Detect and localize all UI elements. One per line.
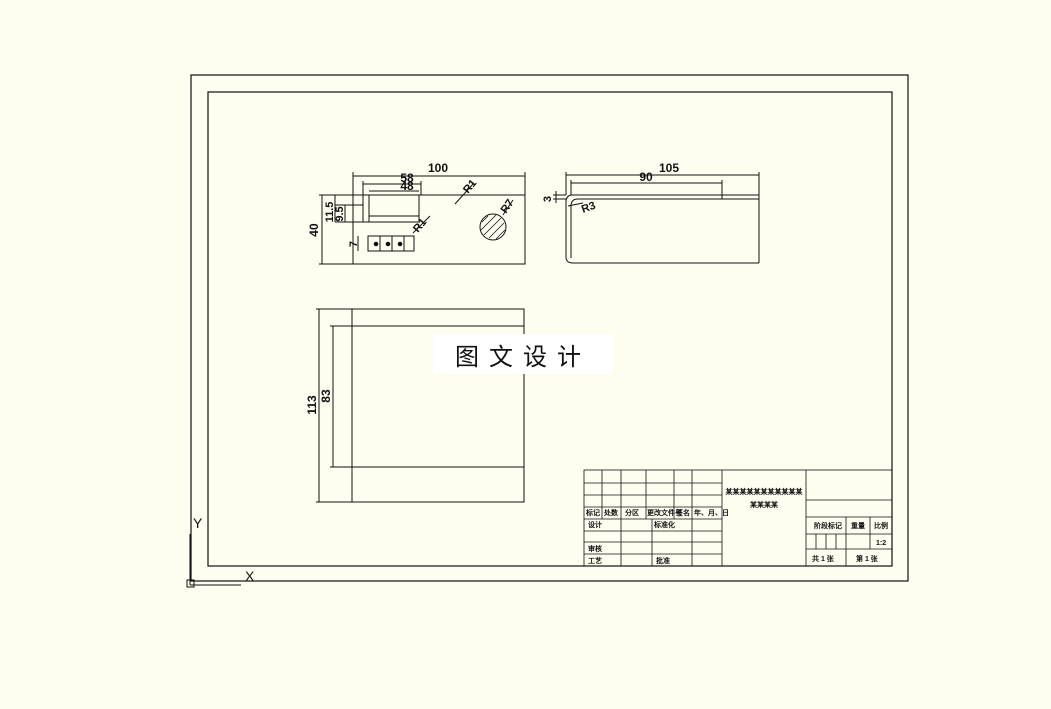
title-block-craft: 工艺 bbox=[588, 556, 602, 565]
title-block-standard: 标准化 bbox=[653, 520, 675, 529]
dim-side-thickness: 3 bbox=[542, 196, 554, 202]
title-block-header-1: 标记 bbox=[585, 508, 600, 517]
axis-x-label: X bbox=[245, 568, 255, 584]
plan-view-outline bbox=[351, 308, 525, 503]
title-block-header-4: 更改文件号 bbox=[647, 508, 682, 517]
outer-border bbox=[190, 74, 909, 582]
dim-top-overall: 100 bbox=[428, 161, 448, 175]
dim-side-radius: R3 bbox=[580, 200, 597, 216]
title-block-header-2: 处数 bbox=[603, 508, 619, 517]
dim-top-radius-hole: R7 bbox=[499, 197, 517, 215]
title-block bbox=[583, 469, 893, 567]
title-block-weight: 重量 bbox=[851, 521, 865, 530]
title-block-review: 审核 bbox=[588, 544, 602, 553]
inner-border bbox=[207, 91, 893, 567]
dim-side-inner: 90 bbox=[639, 170, 653, 184]
title-block-header-6: 年、月、日 bbox=[694, 508, 729, 517]
dim-side-overall: 105 bbox=[659, 161, 679, 175]
title-block-design: 设计 bbox=[588, 520, 602, 529]
side-view bbox=[553, 172, 760, 264]
title-block-header-3: 分区 bbox=[625, 508, 639, 517]
watermark-label: 图文设计 bbox=[433, 334, 613, 374]
dim-top-inner-b: 48 bbox=[400, 179, 414, 193]
side-view-outline bbox=[565, 194, 759, 264]
dim-top-radius-top: R1 bbox=[461, 177, 479, 195]
drawing-title-line-2: 某某某某 bbox=[749, 500, 779, 509]
dim-top-height: 40 bbox=[307, 223, 321, 237]
dim-plan-inner: 83 bbox=[319, 389, 333, 403]
top-view-outline bbox=[352, 194, 526, 265]
title-block-stage: 阶段标记 bbox=[814, 521, 842, 530]
title-block-header-5: 签名 bbox=[675, 508, 690, 517]
plan-view bbox=[316, 308, 525, 503]
dim-plan-outer: 113 bbox=[305, 395, 319, 415]
dim-top-inner-a: 58 bbox=[400, 171, 414, 185]
top-view-round-hole bbox=[479, 213, 507, 241]
title-block-approve: 批准 bbox=[656, 556, 670, 565]
ucs-axis-icon bbox=[186, 534, 241, 588]
top-view-slot bbox=[362, 194, 420, 223]
dim-top-vertical-a: 11.5 bbox=[324, 202, 336, 223]
axis-y-label: Y bbox=[193, 515, 203, 531]
title-block-sheet-number: 第 1 张 bbox=[856, 554, 879, 563]
drawing-title-line-1: 某某某某某某某某某某某 bbox=[725, 487, 804, 496]
title-block-scale-value: 1:2 bbox=[876, 540, 886, 547]
top-view bbox=[319, 172, 526, 265]
dim-top-vertical-b: 9.5 bbox=[334, 206, 346, 221]
top-view-holes-strip bbox=[367, 235, 415, 252]
title-block-sheet-total: 共 1 张 bbox=[812, 554, 835, 563]
title-block-scale: 比例 bbox=[874, 521, 888, 530]
dim-top-slot: 7 bbox=[348, 241, 360, 247]
